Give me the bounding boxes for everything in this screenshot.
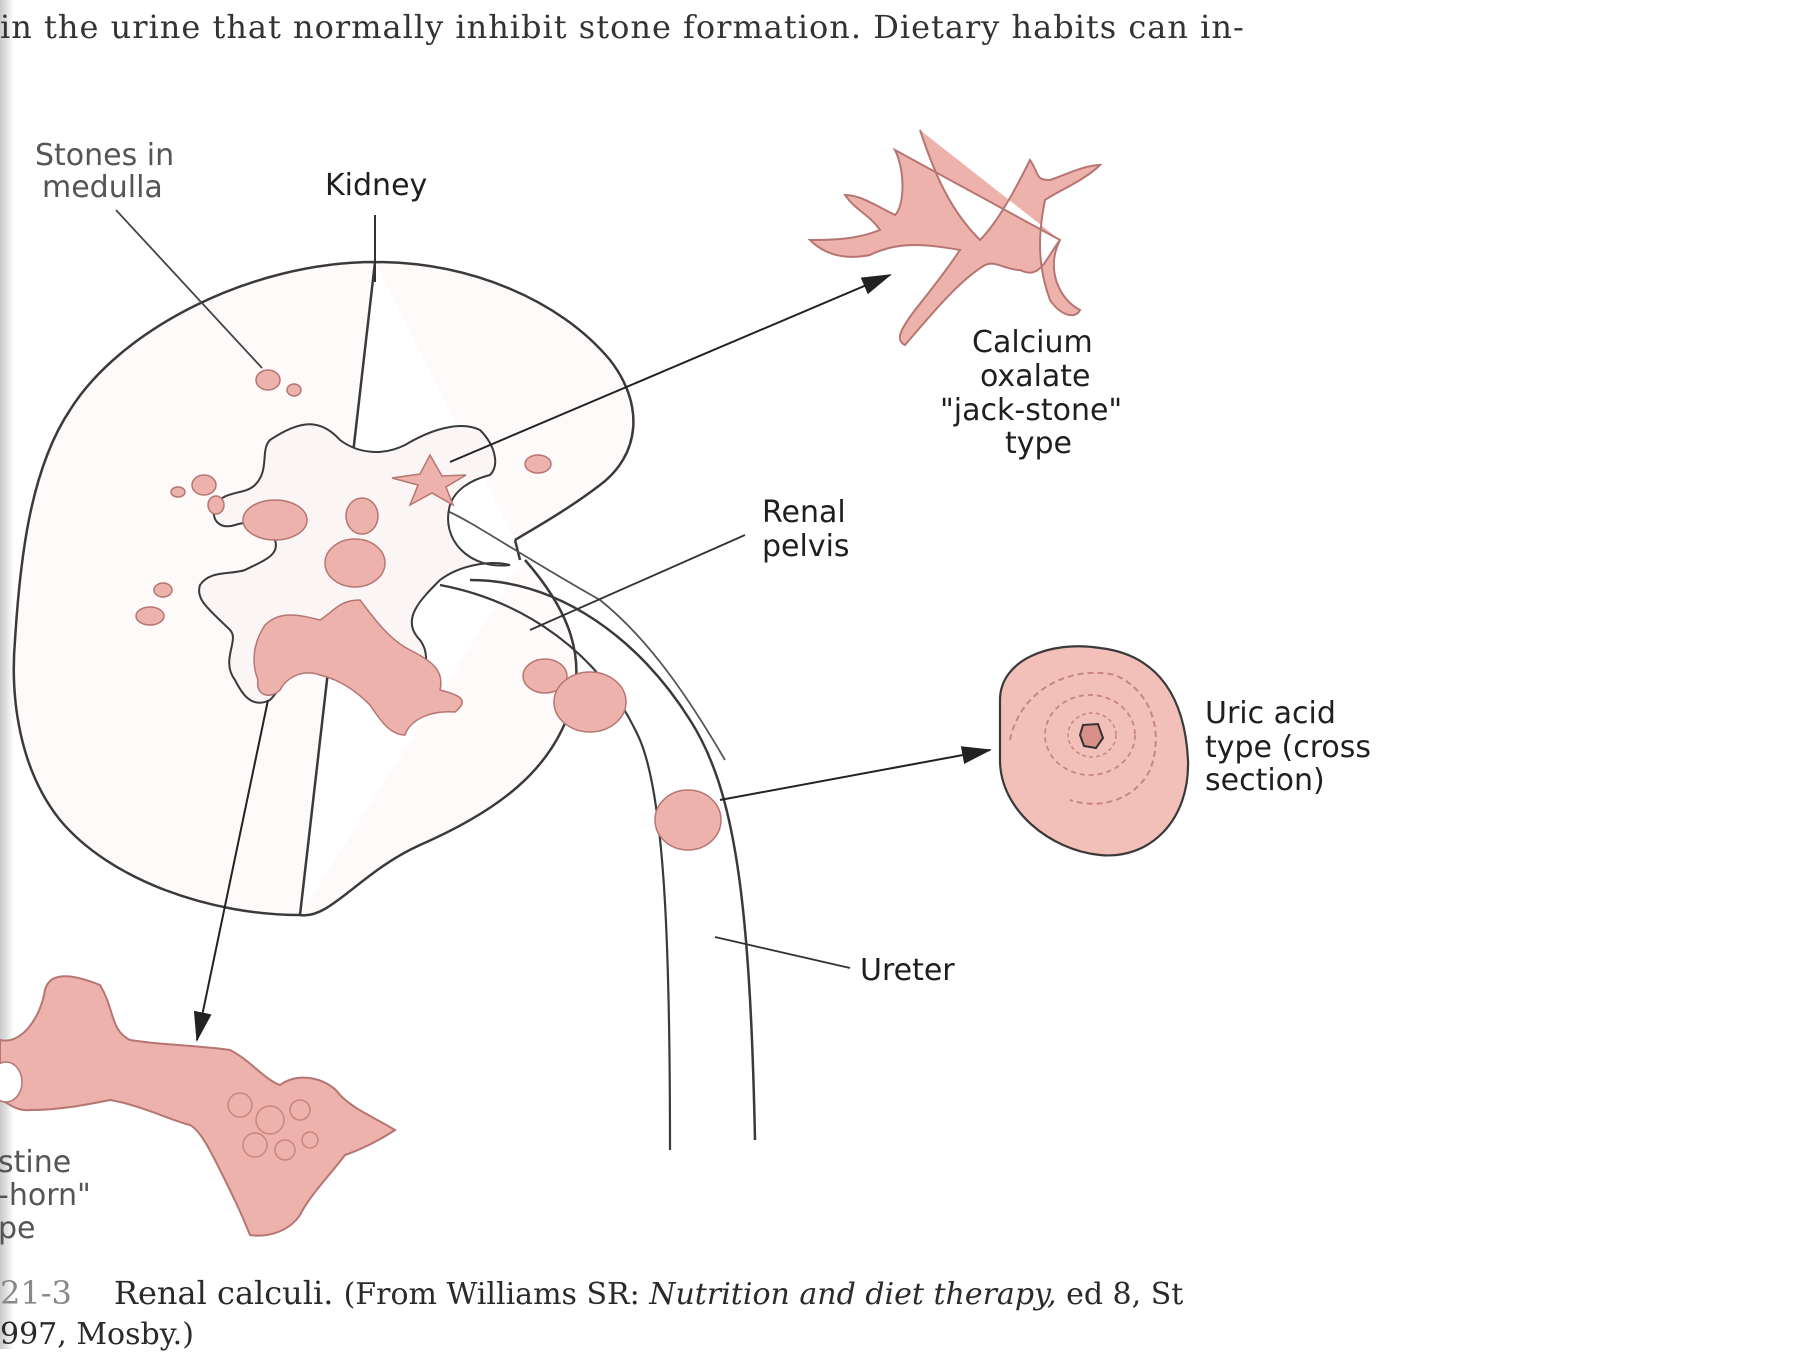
figure-number: 21-3: [0, 1274, 72, 1312]
arrow-to-uric-acid: [719, 746, 992, 801]
label-ureter: Ureter: [860, 953, 955, 988]
svg-text:Calcium: Calcium: [972, 325, 1093, 360]
ureter-inner-wall: [439, 583, 672, 1151]
caption-title: Renal calculi.: [113, 1274, 334, 1312]
stone-medulla-1: [255, 369, 281, 391]
page-edge-shadow: [0, 0, 14, 1349]
svg-text:"jack-stone": "jack-stone": [940, 393, 1122, 428]
caption-line-2: 997, Mosby.): [0, 1317, 194, 1352]
stone-medulla-5: [170, 486, 186, 498]
stone-medulla-3: [191, 474, 217, 496]
ureter-outer-wall: [469, 578, 757, 1141]
stone-pelvis-1: [522, 658, 568, 694]
leader-ureter: [714, 936, 851, 969]
svg-text:pelvis: pelvis: [762, 529, 850, 564]
uric-acid-ring-3: [1067, 712, 1117, 758]
svg-text:medulla: medulla: [42, 170, 163, 205]
pelvis-wall-upper: [444, 509, 726, 761]
stone-medulla-4: [207, 495, 225, 515]
stone-medulla-2: [286, 383, 302, 397]
svg-text:Uric acid: Uric acid: [1205, 696, 1336, 731]
stone-calyx-2: [345, 497, 379, 535]
label-staghorn: stine -horn" pe: [0, 1145, 91, 1246]
svg-text:type: type: [1005, 426, 1072, 461]
stone-calyx-1: [242, 499, 308, 541]
kidney-stones: [135, 369, 722, 851]
cystine-staghorn-stone: [0, 975, 397, 1237]
arrow-to-calcium-oxalate: [449, 274, 892, 463]
header-text: in the urine that normally inhibit stone…: [0, 8, 1245, 46]
stone-medulla-6: [135, 606, 165, 626]
stone-calyx-3: [324, 538, 386, 588]
stone-pelvis-2: [553, 671, 627, 733]
stone-staghorn-in-kidney: [253, 599, 463, 736]
svg-text:type (cross: type (cross: [1205, 730, 1371, 765]
stone-jack-small: [391, 453, 467, 507]
caption-line-1: 21-3 Renal calculi. (From Williams SR: Nu…: [0, 1273, 1183, 1315]
uric-acid-nucleus: [1078, 722, 1105, 750]
uric-acid-outer: [998, 645, 1190, 857]
label-uric-acid: Uric acid type (cross section): [1205, 696, 1371, 798]
caption-source-book: Nutrition and diet therapy,: [649, 1277, 1057, 1312]
svg-text:section): section): [1205, 763, 1325, 798]
label-renal-pelvis: Renal pelvis: [762, 495, 850, 564]
leader-stones-medulla: [115, 209, 263, 369]
stone-small-right: [524, 454, 552, 474]
caption-source-suffix: ed 8, St: [1056, 1277, 1184, 1312]
calcium-oxalate-jack-stone: [807, 129, 1103, 347]
uric-acid-inner-ring: [1009, 671, 1157, 805]
svg-text:-horn": -horn": [0, 1178, 91, 1213]
uric-acid-cross-section: [998, 645, 1190, 857]
svg-text:pe: pe: [0, 1211, 36, 1246]
stone-medulla-7: [153, 582, 173, 598]
svg-text:Stones in: Stones in: [35, 138, 174, 173]
leader-renal-pelvis: [529, 534, 746, 631]
figure-caption: 21-3 Renal calculi. (From Williams SR: Nu…: [0, 1273, 1183, 1355]
caption-source-prefix: (From Williams SR:: [343, 1277, 650, 1312]
stone-ureter: [654, 789, 722, 851]
arrow-to-cystine: [193, 699, 269, 1042]
label-stones-medulla: Stones in medulla: [35, 138, 174, 205]
label-kidney: Kidney: [325, 168, 427, 203]
label-calcium-oxalate: Calcium oxalate "jack-stone" type: [940, 325, 1122, 461]
cystine-stone-texture: [227, 1092, 319, 1161]
svg-text:oxalate: oxalate: [980, 359, 1091, 394]
cystine-highlight: [0, 1061, 23, 1103]
uric-acid-ring-2: [1044, 694, 1136, 776]
svg-text:Renal: Renal: [762, 495, 846, 530]
svg-text:stine: stine: [0, 1145, 71, 1180]
